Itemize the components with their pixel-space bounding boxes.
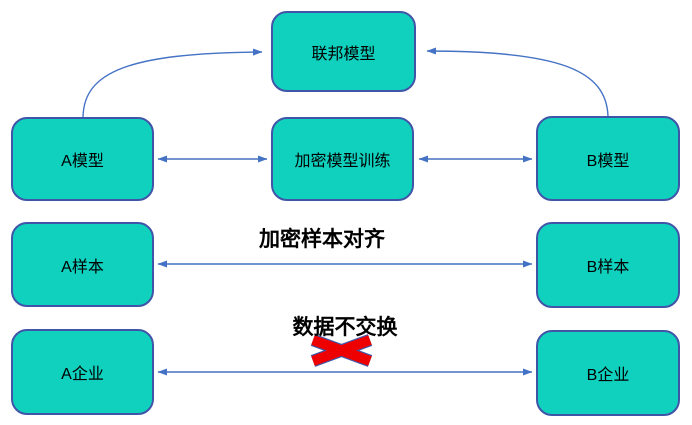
box-federated-model: 联邦模型 <box>271 11 416 92</box>
box-b-enterprise: B企业 <box>536 330 680 416</box>
box-a-sample-label: A样本 <box>61 258 104 276</box>
curved-arrow-a-to-federated <box>82 48 263 118</box>
box-a-enterprise: A企业 <box>11 329 154 415</box>
box-federated-model-label: 联邦模型 <box>311 45 376 63</box>
red-cross-icon <box>310 334 373 367</box>
box-b-model-label: B模型 <box>586 152 630 170</box>
box-a-enterprise-label: A企业 <box>61 366 104 383</box>
box-a-sample: A样本 <box>11 222 154 307</box>
box-b-enterprise-label: B企业 <box>586 367 630 384</box>
box-b-sample: B样本 <box>536 222 680 308</box>
box-b-sample-label: B样本 <box>586 259 630 276</box>
box-b-model: B模型 <box>536 116 680 201</box>
box-a-model-label: A模型 <box>61 153 104 170</box>
box-a-model: A模型 <box>11 117 154 201</box>
no-data-exchange-label: 数据不交换 <box>292 316 398 339</box>
sample-alignment-label: 加密样本对齐 <box>259 228 385 251</box>
curved-arrow-b-to-federated <box>426 47 609 117</box>
box-encrypted-training: 加密模型训练 <box>271 117 414 201</box>
box-encrypted-training-label: 加密模型训练 <box>294 153 391 170</box>
